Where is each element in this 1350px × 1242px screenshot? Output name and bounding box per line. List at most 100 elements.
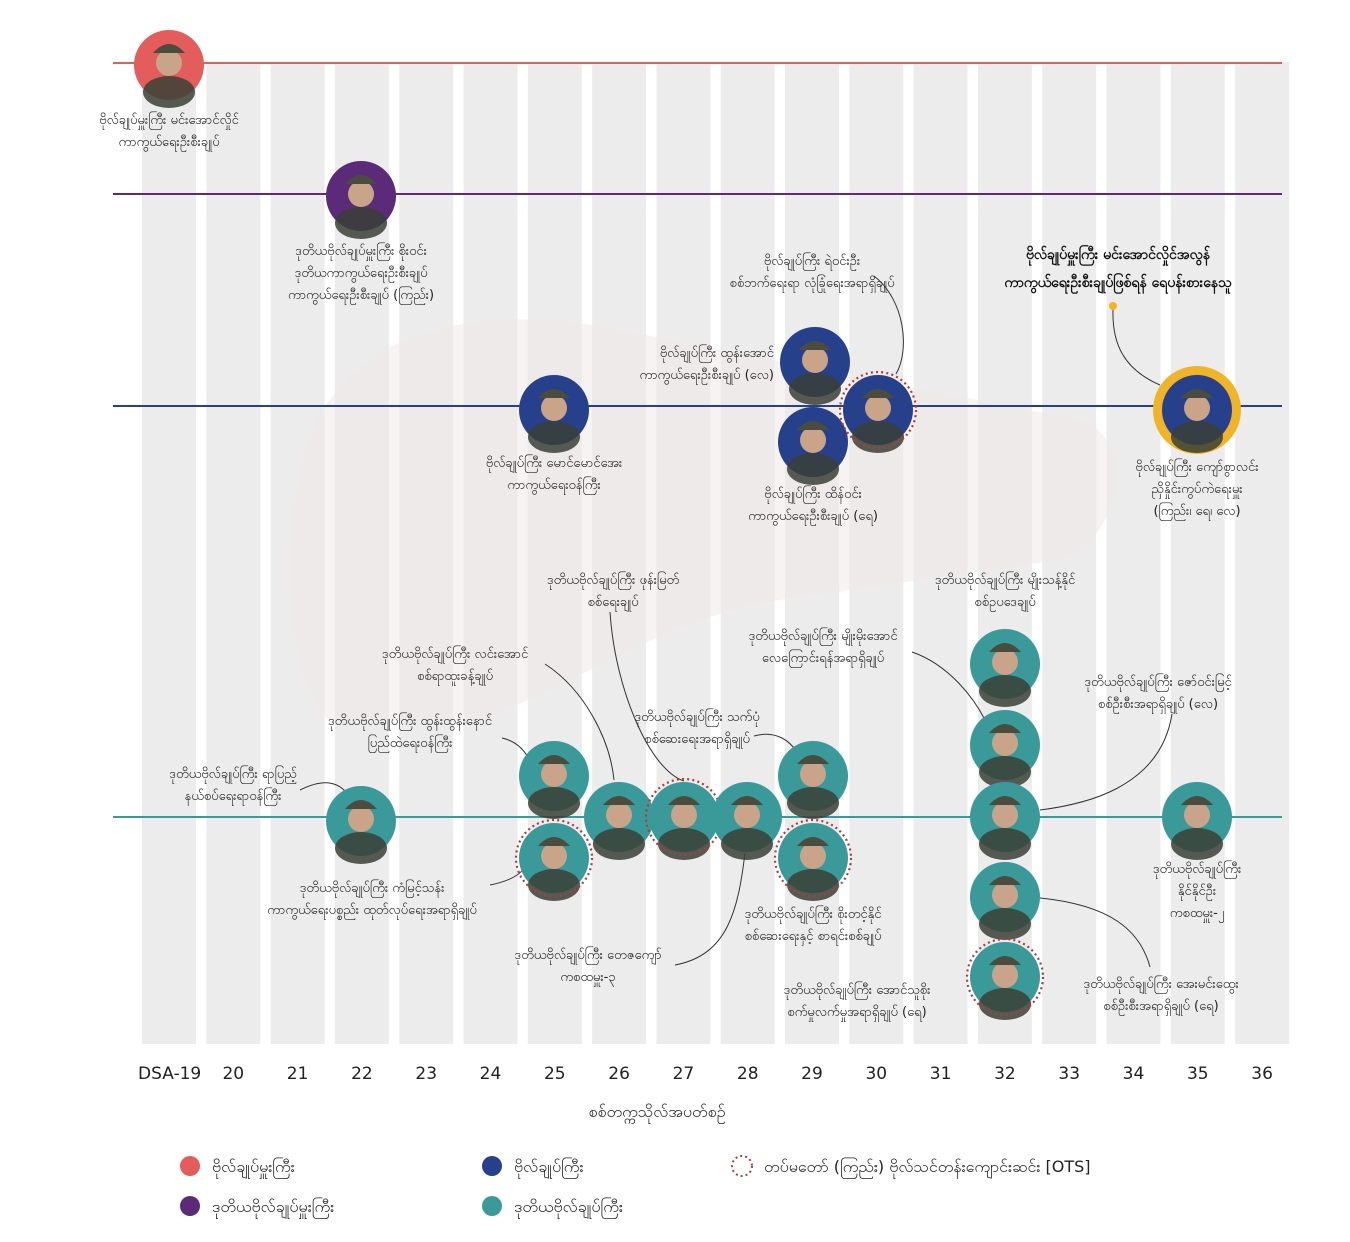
officer-ots-ring-19 [965,937,1045,1017]
officer-marker-20 [1162,782,1232,860]
leader-line-10 [544,663,615,781]
officer-label-2-0: ဗိုလ်ချုပ်ကြီး မောင်မောင်အေး [486,454,622,473]
officer-shoulders-19 [979,988,1031,1020]
x-tick-label-14: 33 [1058,1064,1080,1084]
officer-label-3-0: ဗိုလ်ချုပ်ကြီး ထွန်းအောင် [660,344,775,363]
x-tick-label-6: 25 [544,1064,566,1084]
officer-marker-1 [326,161,396,239]
leader-lines [299,275,1173,968]
officer-label-14-0: ဒုတိယဗိုလ်ချုပ်ကြီး စိုးတင့်နိုင် [744,905,882,924]
officer-shoulders-8 [528,787,580,819]
x-tick-label-4: 23 [415,1064,437,1084]
column-band-16 [1170,62,1225,1044]
callout-line-2: ကာကွယ်ရေးဦးစီးချုပ်ဖြစ်ရန် ရေပန်းစားနေသူ [1004,273,1232,294]
legend-item-ots: တပ်မတော် (ကြည်း) ဗိုလ်သင်တန်းကျောင်းဆင်း… [731,1155,1091,1179]
legend-swatch-lieutenant-general [482,1196,502,1216]
officer-shoulders-14 [787,869,839,901]
legend-swatch-general [482,1156,502,1176]
officer-label-12-0: ဒုတိယဗိုလ်ချုပ်ကြီး တေဇကျော် [514,946,662,965]
officer-shoulders-4 [787,453,839,485]
x-tick-label-17: 36 [1251,1064,1273,1084]
officer-label-4-1: ကာကွယ်ရေးဦးစီးချုပ် (ရေ) [748,508,878,526]
x-tick-label-3: 22 [351,1064,373,1084]
officer-shoulders-10 [593,828,645,860]
officer-cap-6 [1181,389,1213,398]
officer-marker-0 [134,30,204,108]
officer-shoulders-18 [979,908,1031,940]
officer-face-1 [348,181,374,207]
officer-cap-16 [989,724,1021,733]
officer-marker-17 [970,782,1040,860]
officer-label-5-0: ဗိုလ်ချုပ်ကြီး ရဲဝင်းဦး [764,252,860,271]
officer-label-18-0: ဒုတိယဗိုလ်ချုပ်ကြီး အေးမင်းထွေး [1083,975,1238,994]
officer-cap-14 [797,837,829,846]
officer-label-19-0: ဒုတိယဗိုလ်ချုပ်ကြီး အောင်သူစိုး [784,981,931,1000]
officer-label-7-0: ဒုတိယဗိုလ်ချုပ်ကြီး ရာပြည့် [169,765,297,784]
x-tick-label-2: 21 [287,1064,309,1084]
officer-marker-2 [519,375,589,453]
officer-label-8-0: ဒုတိယဗိုလ်ချုပ်ကြီး ထွန်းထွန်းနောင် [328,712,493,731]
x-tick-label-7: 26 [608,1064,630,1084]
officer-cap-9 [538,837,570,846]
officer-label-1-1: ဒုတိယကာကွယ်ရေးဦးစီးချုပ် [294,265,427,283]
officer-cap-17 [989,796,1021,805]
callout-dot [1109,302,1117,310]
officer-marker-3 [780,327,850,405]
column-band-17 [1235,62,1290,1044]
officer-cap-11 [668,796,700,805]
officer-marker-7 [326,786,396,864]
officer-face-0 [156,50,182,76]
officer-cap-7 [345,800,377,809]
officer-cap-19 [989,956,1021,965]
officer-marker-11 [644,777,724,860]
officer-shoulders-9 [528,869,580,901]
officer-face-11 [671,802,697,828]
leader-line-16 [911,651,986,721]
officer-label-6-0: ဗိုလ်ချုပ်ကြီး ကျော်စွာလင်း [1135,458,1258,477]
officer-labels: ဗိုလ်ချုပ်မှူးကြီး မင်းအောင်လှိုင်ကာကွယ်… [99,111,1258,1022]
officer-face-2 [541,395,567,421]
leader-line-11 [609,611,685,782]
callout-line-1: ဗိုလ်ချုပ်မှူးကြီး မင်းအောင်လှိုင်အလွန် [1026,245,1211,266]
officer-label-17-1: စစ်ဦးစီးအရာရှိချုပ် (လေ) [1098,696,1218,714]
officer-shoulders-13 [787,787,839,819]
officer-marker-19 [965,937,1045,1020]
officer-marker-13 [778,741,848,819]
officer-label-10-1: စစ်ရာထူးခန့်ချုပ် [417,668,493,686]
officer-label-11-1: စစ်ရေးချုပ် [587,594,638,612]
officer-face-8 [541,761,567,787]
officer-face-18 [992,882,1018,908]
officer-label-16-1: လေကြောင်းရန်အရာရှိချုပ် [762,649,885,668]
x-tick-label-12: 31 [930,1064,952,1084]
officer-face-19 [992,962,1018,988]
officer-face-4 [800,427,826,453]
column-band-1 [206,62,261,1044]
legend-label-vice-senior-general: ဒုတိယဗိုလ်ချုပ်မှူးကြီး [212,1197,334,1219]
officer-label-19-1: စက်မှုလက်မှုအရာရှိချုပ် (ရေ) [787,1004,926,1022]
officer-label-17-0: ဒုတိယဗိုလ်ချုပ်ကြီး ဇော်ဝင်းမြင့် [1084,673,1232,692]
officer-marker-9 [514,818,594,901]
legend-item-vice-senior-general: ဒုတိယဗိုလ်ချုပ်မှူးကြီး [180,1196,334,1219]
officer-cap-20 [1181,796,1213,805]
officer-marker-8 [519,741,589,819]
leader-line-7 [299,782,347,793]
officer-label-6-2: (ကြည်း၊ ရေ၊ လေ) [1153,502,1240,521]
officer-label-13-0: ဒုတိယဗိုလ်ချုပ်ကြီး သက်ပုံ [634,708,759,727]
officer-shoulders-17 [979,828,1031,860]
officer-marker-14 [773,818,853,901]
officer-cap-2 [538,389,570,398]
x-tick-label-15: 34 [1123,1064,1145,1084]
officer-label-12-1: ကစထမှူး-၃ [560,970,615,987]
leader-line-17 [1039,713,1173,811]
officer-marker-18 [970,862,1040,940]
x-tick-label-8: 27 [673,1064,695,1084]
x-tick-label-16: 35 [1187,1064,1209,1084]
officer-marker-10 [584,782,654,860]
officer-label-1-2: ကာကွယ်ရေးဦးစီးချုပ် (ကြည်း) [288,286,434,305]
officer-label-14-1: စစ်ဆေးရေးနှင့် စာရင်းစစ်ချုပ် [745,928,882,946]
officer-cap-15 [989,643,1021,652]
officer-markers [134,30,1241,1020]
officer-label-15-1: စစ်ဥပဒေချုပ် [974,594,1035,612]
legend-label-general: ဗိုလ်ချုပ်ကြီး [514,1157,584,1179]
officer-face-3 [802,347,828,373]
